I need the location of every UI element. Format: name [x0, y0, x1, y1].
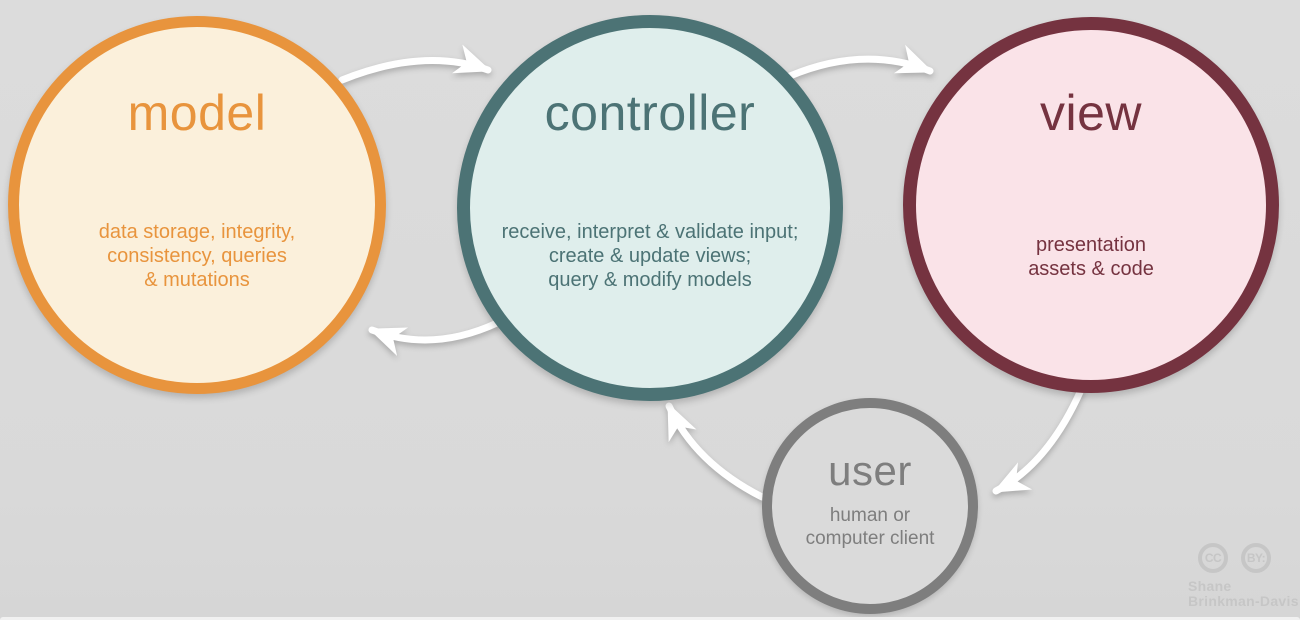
node-controller-description: receive, interpret & validate input; cre…: [501, 221, 799, 291]
arrow-controller-to-model-icon: [368, 319, 501, 356]
cc-icon: CC: [1198, 543, 1228, 573]
arrow-user-to-controller-icon: [665, 402, 766, 501]
arrow-model-to-controller-icon: [338, 44, 492, 84]
node-model-title: model: [127, 85, 267, 141]
node-view-description: presentation assets & code: [1028, 234, 1154, 280]
node-view: view presentation assets & code: [903, 17, 1279, 393]
node-user-description: human or computer client: [805, 505, 935, 549]
attribution-author: Shane Brinkman-Davis: [1188, 579, 1299, 609]
node-model: model data storage, integrity, consisten…: [8, 16, 386, 394]
by-icon: BY:: [1241, 543, 1271, 573]
node-model-description: data storage, integrity, consistency, qu…: [98, 221, 296, 291]
node-controller-title: controller: [544, 85, 756, 141]
attribution-author-line1: Shane: [1188, 578, 1232, 594]
arrow-controller-to-view-icon: [786, 44, 934, 80]
node-controller: controller receive, interpret & validate…: [457, 15, 843, 401]
license-attribution: CC BY: Shane Brinkman-Davis: [1188, 543, 1299, 609]
bottom-edge-highlight: [0, 617, 1300, 620]
node-user-title: user: [828, 447, 912, 494]
arrow-view-to-user-icon: [992, 386, 1085, 495]
attribution-author-line2: Brinkman-Davis: [1188, 593, 1299, 609]
node-user: user human or computer client: [762, 398, 978, 614]
license-badges: CC BY:: [1198, 543, 1299, 573]
node-view-title: view: [1039, 85, 1143, 141]
